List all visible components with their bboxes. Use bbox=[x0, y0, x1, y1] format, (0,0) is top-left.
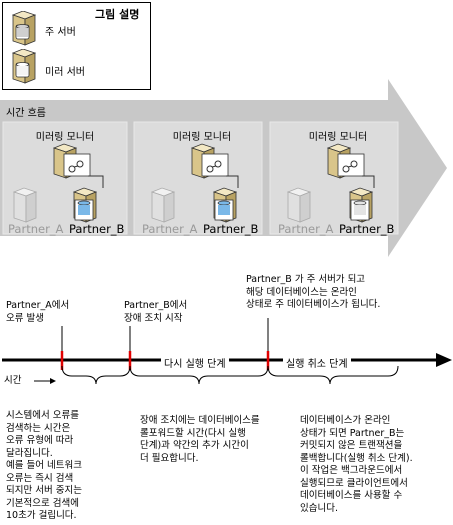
legend-mirror-label: 미러 서버 bbox=[45, 67, 85, 78]
monitor-panel-1 bbox=[13, 143, 104, 223]
time-axis-label: 시간 bbox=[4, 375, 22, 386]
mirror-server-icon bbox=[12, 49, 36, 84]
detect-note: 시스템에서 오류를 검색하는 시간은 오류 유형에 따라 달라집니다. 예를 들… bbox=[6, 410, 82, 521]
legend-title: 그림 설명 bbox=[95, 8, 140, 21]
monitor-panel-3 bbox=[287, 143, 375, 223]
partner-b-label-1: Partner_B bbox=[69, 222, 125, 236]
legend-principal-label: 주 서버 bbox=[45, 27, 76, 38]
principal-server-icon bbox=[12, 11, 36, 46]
monitor-panel-2 bbox=[151, 143, 239, 223]
partner-a-label-1: Partner_A bbox=[8, 222, 64, 236]
partner-a-label-2: Partner_A bbox=[142, 222, 198, 236]
event-online-label: Partner_B 가 주 서버가 되고 해당 데이터베이스는 온라인 상태로 … bbox=[246, 274, 381, 310]
undo-phase-label: 실행 취소 단계 bbox=[283, 355, 351, 370]
time-flow-label: 시간 흐름 bbox=[6, 108, 46, 119]
online-note: 데이터베이스가 온라인 상태가 되면 Partner_B는 커밋되지 않은 트랜… bbox=[300, 415, 413, 514]
legend-box: 그림 설명 주 서버 미러 서버 bbox=[2, 2, 151, 90]
redo-phase-label: 다시 실행 단계 bbox=[161, 355, 229, 370]
monitor-label-1: 미러링 모니터 bbox=[35, 132, 95, 143]
monitor-label-2: 미러링 모니터 bbox=[172, 132, 232, 143]
monitor-label-3: 미러링 모니터 bbox=[308, 132, 368, 143]
event-failover-label: Partner_B에서 장애 조치 시작 bbox=[124, 300, 188, 324]
partner-b-label-2: Partner_B bbox=[203, 222, 259, 236]
rollforward-note: 장애 조치에는 데이터베이스를 롤포워드할 시간(다시 실행 단계)과 약간의 … bbox=[140, 415, 260, 464]
partner-a-label-3: Partner_A bbox=[278, 222, 334, 236]
partner-b-label-3: Partner_B bbox=[339, 222, 395, 236]
event-error-label: Partner_A에서 오류 발생 bbox=[6, 300, 70, 324]
